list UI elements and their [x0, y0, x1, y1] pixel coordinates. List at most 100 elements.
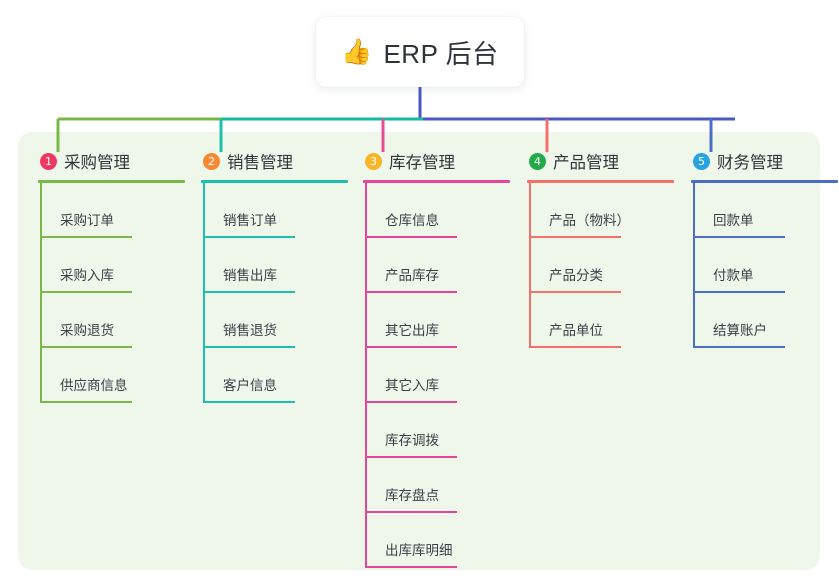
submodule-label: 付款单 — [713, 268, 754, 283]
submodule-stem — [40, 293, 42, 348]
submodule-item[interactable]: 销售退货 — [201, 293, 364, 348]
root-node-card[interactable]: 👍 ERP 后台 — [316, 17, 524, 87]
submodule-item[interactable]: 产品单位 — [527, 293, 690, 348]
submodule-item[interactable]: 产品（物料） — [527, 183, 690, 238]
submodule-stem — [203, 293, 205, 348]
submodule-stem — [365, 513, 367, 568]
submodule-stem — [693, 293, 695, 348]
submodule-item[interactable]: 产品库存 — [363, 238, 526, 293]
submodule-stem — [203, 348, 205, 403]
submodule-item[interactable]: 库存盘点 — [363, 458, 526, 513]
root-node-title: ERP 后台 — [383, 38, 499, 69]
submodule-item[interactable]: 库存调拨 — [363, 403, 526, 458]
thumbs-up-icon: 👍 — [341, 37, 373, 66]
submodule-label: 采购退货 — [60, 323, 114, 338]
submodule-label: 仓库信息 — [385, 213, 439, 228]
module-header-rule-4 — [527, 180, 674, 183]
submodule-label: 销售订单 — [223, 213, 277, 228]
submodule-stem — [40, 183, 42, 238]
module-header-rule-3 — [363, 180, 510, 183]
submodule-rule — [693, 236, 785, 238]
submodule-stem — [529, 183, 531, 238]
module-badge-1: 1 — [40, 152, 57, 170]
submodule-label: 库存调拨 — [385, 433, 439, 448]
submodule-rule — [40, 401, 132, 403]
submodule-item[interactable]: 出库库明细 — [363, 513, 526, 568]
submodule-rule — [365, 456, 457, 458]
submodule-item[interactable]: 付款单 — [691, 238, 839, 293]
submodule-item[interactable]: 产品分类 — [527, 238, 690, 293]
module-title-1: 采购管理 — [64, 154, 130, 172]
module-title-5: 财务管理 — [717, 154, 783, 172]
submodule-rule — [365, 346, 457, 348]
submodule-item[interactable]: 结算账户 — [691, 293, 839, 348]
submodule-rule — [365, 511, 457, 513]
submodule-stem — [203, 238, 205, 293]
submodule-item[interactable]: 其它入库 — [363, 348, 526, 403]
submodule-item[interactable]: 销售订单 — [201, 183, 364, 238]
submodule-item[interactable]: 采购入库 — [38, 238, 201, 293]
submodule-rule — [203, 291, 295, 293]
submodule-stem — [365, 238, 367, 293]
submodule-label: 结算账户 — [713, 323, 767, 338]
submodule-label: 库存盘点 — [385, 488, 439, 503]
submodule-stem — [693, 238, 695, 293]
module-header-1[interactable]: 1 采购管理 — [38, 148, 201, 174]
module-header-rule-2 — [201, 180, 348, 183]
submodule-rule — [40, 291, 132, 293]
submodule-label: 供应商信息 — [60, 378, 128, 393]
module-header-rule-1 — [38, 180, 185, 183]
submodule-rule — [529, 236, 621, 238]
submodule-rule — [365, 401, 457, 403]
submodule-item[interactable]: 回款单 — [691, 183, 839, 238]
submodule-item[interactable]: 销售出库 — [201, 238, 364, 293]
submodule-item[interactable]: 采购订单 — [38, 183, 201, 238]
submodule-item[interactable]: 供应商信息 — [38, 348, 201, 403]
module-header-rule-5 — [691, 180, 838, 183]
submodule-label: 其它入库 — [385, 378, 439, 393]
submodule-label: 采购订单 — [60, 213, 114, 228]
submodule-stem — [365, 293, 367, 348]
module-badge-4: 4 — [529, 152, 546, 170]
submodule-item[interactable]: 客户信息 — [201, 348, 364, 403]
submodule-item[interactable]: 其它出库 — [363, 293, 526, 348]
submodule-label: 产品单位 — [549, 323, 603, 338]
submodule-stem — [365, 348, 367, 403]
submodule-rule — [529, 291, 621, 293]
submodule-rule — [203, 236, 295, 238]
submodule-stem — [40, 348, 42, 403]
submodule-label: 出库库明细 — [385, 543, 453, 558]
submodule-label: 产品（物料） — [549, 213, 630, 228]
root-node-content: 👍 ERP 后台 — [341, 34, 498, 71]
submodule-rule — [529, 346, 621, 348]
submodule-list-3: 仓库信息产品库存其它出库其它入库库存调拨库存盘点出库库明细 — [363, 183, 526, 568]
submodule-label: 产品库存 — [385, 268, 439, 283]
submodule-stem — [365, 458, 367, 513]
submodule-rule — [693, 291, 785, 293]
submodule-rule — [365, 566, 457, 568]
submodule-item[interactable]: 采购退货 — [38, 293, 201, 348]
submodule-list-2: 销售订单销售出库销售退货客户信息 — [201, 183, 364, 403]
submodule-label: 其它出库 — [385, 323, 439, 338]
submodule-label: 回款单 — [713, 213, 754, 228]
submodule-stem — [365, 403, 367, 458]
submodule-label: 客户信息 — [223, 378, 277, 393]
submodule-stem — [529, 293, 531, 348]
module-title-2: 销售管理 — [227, 154, 293, 172]
submodule-item[interactable]: 仓库信息 — [363, 183, 526, 238]
modules-panel — [18, 132, 820, 570]
submodule-rule — [203, 346, 295, 348]
submodule-label: 销售退货 — [223, 323, 277, 338]
module-title-3: 库存管理 — [389, 154, 455, 172]
submodule-stem — [693, 183, 695, 238]
